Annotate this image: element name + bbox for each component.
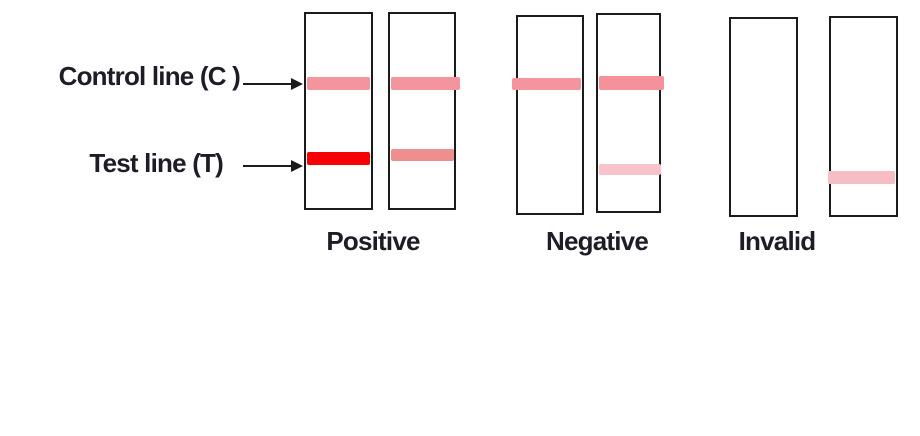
control-line-band xyxy=(391,77,460,90)
arrow-head-icon xyxy=(291,78,303,90)
caption-positive: Positive xyxy=(326,226,420,256)
caption-negative: Negative xyxy=(546,226,649,256)
test-line-label: Test line (T) xyxy=(89,148,223,178)
control-line-band xyxy=(599,76,664,90)
test-line-band xyxy=(599,164,661,175)
positive-test-strip xyxy=(304,12,373,210)
control-line-band xyxy=(307,77,370,90)
arrow-shaft xyxy=(243,82,293,85)
negative-test-strip xyxy=(596,13,661,213)
test-line-band xyxy=(391,149,454,161)
invalid-test-strip xyxy=(729,17,798,217)
arrow-shaft xyxy=(243,164,293,167)
positive-test-strip xyxy=(388,12,456,210)
test-line-band xyxy=(828,171,895,184)
test-line-arrow xyxy=(243,160,303,172)
invalid-test-strip xyxy=(829,16,898,217)
arrow-head-icon xyxy=(291,160,303,172)
negative-test-strip xyxy=(516,15,584,215)
test-line-band xyxy=(307,152,370,165)
control-line-arrow xyxy=(243,78,303,90)
control-line-band xyxy=(512,78,581,90)
control-line-label: Control line (C ) xyxy=(58,61,241,91)
caption-invalid: Invalid xyxy=(738,226,817,256)
